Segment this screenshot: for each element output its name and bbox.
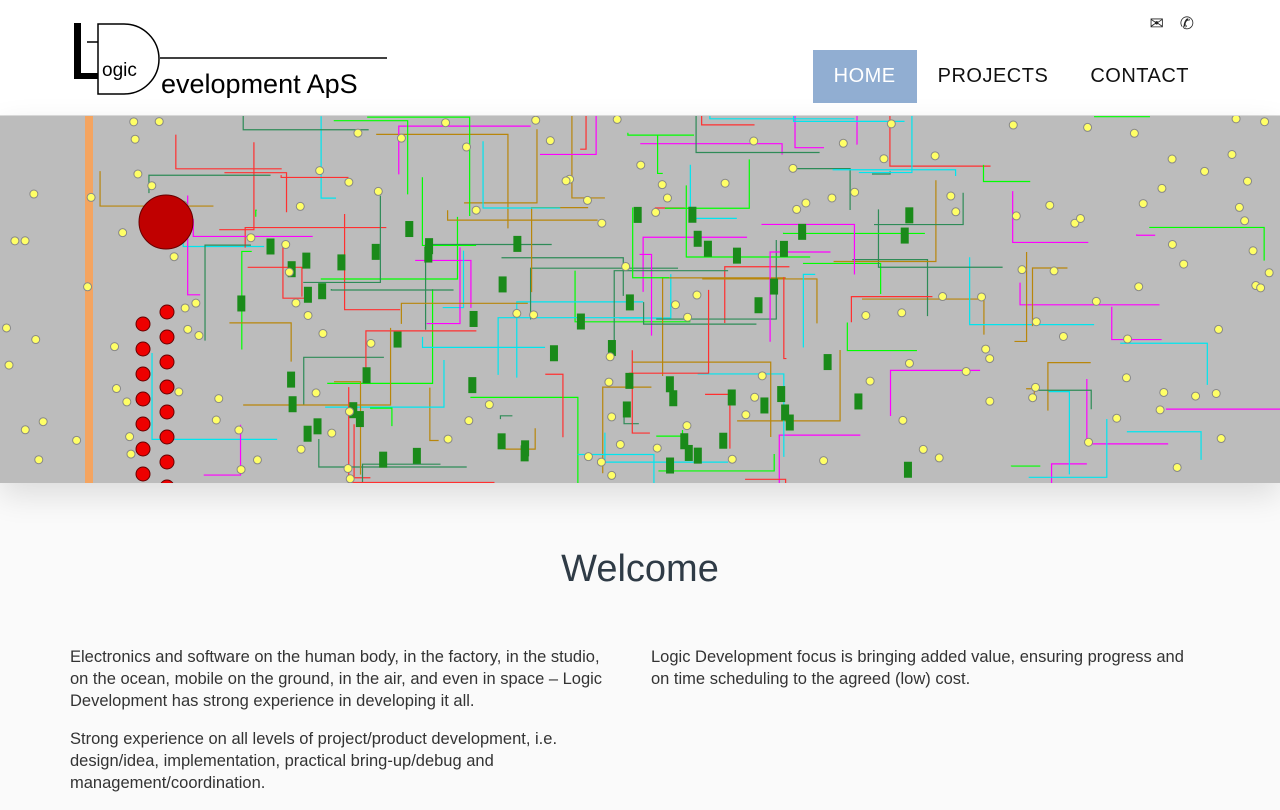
intro-left: Electronics and software on the human bo… — [70, 646, 620, 810]
pcb-layout-graphic — [2, 116, 1280, 483]
svg-text:evelopment ApS: evelopment ApS — [161, 69, 358, 98]
main-nav: HOME PROJECTS CONTACT — [812, 50, 1210, 103]
page-title: Welcome — [561, 548, 719, 590]
nav-contact[interactable]: CONTACT — [1090, 65, 1189, 87]
intro-paragraph: Electronics and software on the human bo… — [70, 648, 603, 710]
phone-icon[interactable]: ✆ — [1179, 14, 1194, 34]
svg-text:ogic: ogic — [102, 60, 137, 81]
nav-projects[interactable]: PROJECTS — [937, 65, 1049, 87]
hero-pcb-image — [0, 116, 1280, 483]
intro-right: Logic Development focus is bringing adde… — [651, 646, 1201, 706]
company-logo[interactable]: ogic evelopment ApS — [74, 20, 390, 98]
site-header: ogic evelopment ApS ✉ ✆ HOME PROJECTS CO… — [0, 0, 1280, 116]
intro-paragraph: Logic Development focus is bringing adde… — [651, 648, 1184, 688]
nav-home[interactable]: HOME — [812, 50, 917, 103]
intro-paragraph: Strong experience on all levels of proje… — [70, 730, 558, 792]
mail-icon[interactable]: ✉ — [1149, 14, 1164, 34]
